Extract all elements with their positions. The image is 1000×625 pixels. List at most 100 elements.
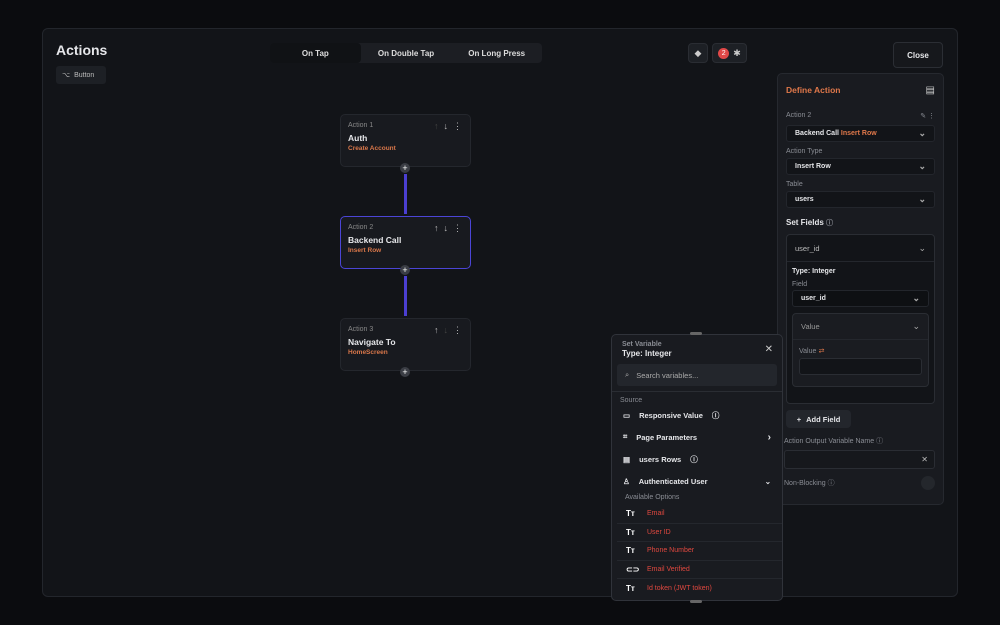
action-name: Auth (348, 133, 368, 143)
field-select[interactable]: user_id⌄ (792, 290, 929, 307)
source-page-parameters[interactable]: ⌗ Page Parameters › (612, 426, 782, 448)
search-input[interactable]: ⌕ Search variables... (617, 364, 777, 386)
ai-button[interactable]: ◆ (688, 43, 708, 63)
move-up-icon[interactable]: ↑ (434, 223, 439, 233)
add-action-button[interactable]: + (400, 367, 410, 377)
non-blocking-toggle[interactable] (921, 476, 935, 490)
action-card-2[interactable]: Action 2 Backend Call Insert Row ↑↓⋮ (340, 216, 471, 269)
chevron-down-icon: ⌄ (918, 242, 926, 253)
notes-icon[interactable]: ▤ (925, 84, 935, 96)
source-users-rows[interactable]: ▤ users Rows ⓘ (612, 448, 782, 470)
action-type-select[interactable]: Insert Row ⌄ (786, 158, 935, 175)
option-phone-number[interactable]: Tт Phone Number (617, 542, 782, 561)
non-blocking-label: Non-Blocking (784, 480, 826, 487)
table-icon: ▤ (623, 454, 631, 464)
table-select[interactable]: users⌄ (786, 191, 935, 208)
value-input[interactable] (799, 358, 922, 375)
text-type-icon: Tт (626, 527, 635, 537)
resize-handle[interactable] (690, 600, 702, 603)
chevron-down-icon: ⌄ (764, 476, 771, 486)
crop-icon: ⌗ (623, 432, 628, 441)
source-authenticated-user[interactable]: ♙Authenticated User⌄ (612, 470, 782, 492)
add-action-button[interactable]: + (400, 163, 410, 173)
edit-icon[interactable]: ✎ ⋮ (920, 113, 935, 120)
action-card-1[interactable]: Action 1 Auth Create Account ↑↓⋮ (340, 114, 471, 167)
search-icon: ⌕ (625, 370, 630, 379)
action-sub: Insert Row (348, 247, 382, 254)
define-action-panel: Define Action ▤ Action 2 ✎ ⋮ Backend Call… (777, 73, 944, 505)
add-field-label: Add Field (806, 414, 841, 424)
chevron-down-icon: ⌄ (918, 161, 926, 171)
move-up-icon[interactable]: ↑ (434, 325, 439, 335)
move-down-icon[interactable]: ↓ (443, 223, 449, 233)
add-field-button[interactable]: +Add Field (786, 410, 851, 428)
connector-line (404, 276, 407, 316)
resize-handle[interactable] (690, 332, 702, 335)
action-label: Action 1 (348, 122, 374, 129)
action-value: Backend Call (795, 130, 839, 137)
field-header[interactable]: user_id ⌄ (787, 235, 934, 262)
source-responsive-value[interactable]: ▭ Responsive Value ⓘ (612, 404, 782, 426)
more-icon[interactable]: ⋮ (453, 325, 462, 335)
action-sub: HomeScreen (348, 349, 388, 356)
action-type-label: Action Type (786, 148, 823, 155)
action-label: Action 2 (348, 224, 374, 231)
more-icon[interactable]: ⋮ (453, 121, 462, 131)
chevron-down-icon: ⌄ (918, 128, 926, 138)
output-var-input[interactable]: ✕ (784, 450, 935, 469)
info-icon: ⓘ (826, 220, 834, 227)
debug-button[interactable]: 2✱ (712, 43, 747, 63)
action-card-3[interactable]: Action 3 Navigate To HomeScreen ↑↓⋮ (340, 318, 471, 371)
widget-chip[interactable]: ⌥Button (56, 66, 106, 84)
option-email-verified[interactable]: ⊂⊃ Email Verified (617, 561, 782, 579)
action-type-value: Insert Row (795, 163, 831, 170)
widget-chip-label: Button (74, 71, 95, 79)
chevron-right-icon: › (767, 431, 771, 443)
toggle-type-icon: ⊂⊃ (626, 564, 640, 574)
text-type-icon: Tт (626, 546, 635, 556)
more-icon[interactable]: ⋮ (453, 223, 462, 233)
tab-on-double-tap[interactable]: On Double Tap (377, 48, 435, 58)
source-label: Responsive Value (639, 410, 703, 420)
table-value: users (795, 196, 814, 203)
chevron-down-icon: ⌄ (912, 293, 920, 303)
option-label: Email Verified (647, 565, 690, 573)
panel-title: Define Action (786, 85, 841, 95)
set-variable-popup: Set Variable Type: Integer ✕ ⌕Search var… (611, 334, 783, 601)
add-action-button[interactable]: + (400, 265, 410, 275)
info-icon: ⓘ (711, 410, 720, 420)
option-label: Phone Number (647, 547, 695, 555)
output-var-label: Action Output Variable Name (784, 438, 875, 445)
source-label: users Rows (639, 454, 682, 464)
widget-icon: ⌥ (62, 72, 71, 79)
field-type: Type: Integer (792, 268, 836, 275)
action-select[interactable]: Backend Call Insert Row⌄ (786, 125, 935, 142)
bug-icon: ✱ (733, 47, 741, 58)
action-label: Action 2 (786, 112, 812, 119)
table-label: Table (786, 181, 803, 188)
field-name: user_id (795, 243, 820, 253)
options-label: Available Options (625, 494, 680, 501)
clear-icon[interactable]: ✕ (921, 455, 928, 464)
value-source-select[interactable]: Value⌄ (793, 314, 928, 340)
source-label: Page Parameters (636, 432, 698, 442)
move-down-icon[interactable]: ↓ (443, 121, 449, 131)
chevron-down-icon: ⌄ (912, 321, 920, 331)
page-title: Actions (56, 42, 108, 58)
tab-on-long-press[interactable]: On Long Press (468, 48, 526, 58)
devices-icon: ▭ (623, 410, 631, 420)
info-icon: ⓘ (690, 454, 698, 464)
connector-line (404, 174, 407, 214)
tab-on-tap[interactable]: On Tap (270, 43, 361, 63)
search-placeholder: Search variables... (636, 370, 699, 380)
value-label: Value (799, 348, 817, 355)
text-type-icon: Tт (626, 509, 635, 519)
variable-icon[interactable]: ⇄ (818, 348, 825, 355)
gem-icon: ◆ (694, 47, 702, 58)
source-label: Source (612, 391, 782, 404)
close-button[interactable]: Close (893, 42, 943, 68)
close-icon[interactable]: ✕ (764, 344, 773, 355)
